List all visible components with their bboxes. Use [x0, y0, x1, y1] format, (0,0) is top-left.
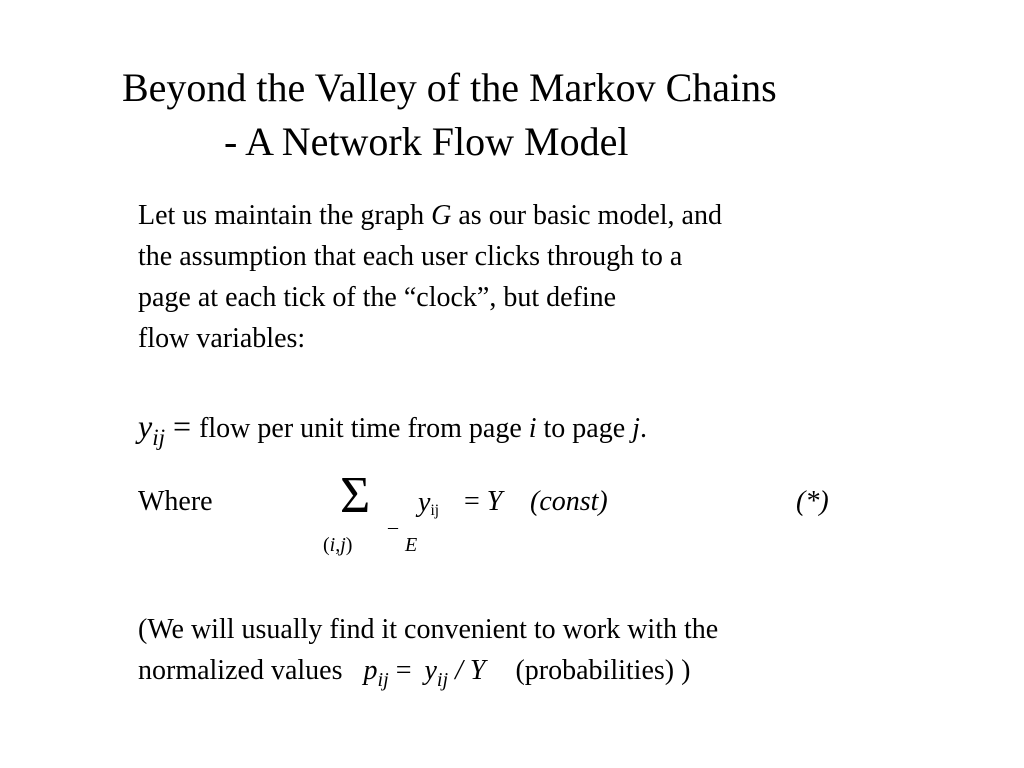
- slide-title-line1: Beyond the Valley of the Markov Chains: [122, 65, 777, 110]
- flow-variable: yij =: [138, 408, 200, 449]
- sum-term: yij: [418, 487, 439, 519]
- flow-definition: yij = flow per unit time from page i to …: [138, 410, 647, 449]
- sum-y-subscript: ij: [430, 501, 439, 519]
- intro-text-part1: Let us maintain the graph: [138, 200, 432, 231]
- membership-symbol: –: [388, 516, 398, 538]
- equation-ref: (*): [796, 486, 829, 517]
- prob-p-subscript: ij: [377, 669, 389, 692]
- note-line-1: (We will usually find it convenient to w…: [138, 614, 719, 645]
- prob-y: y: [424, 655, 437, 686]
- intro-line-3: page at each tick of the “clock”, but de…: [138, 282, 617, 313]
- prob-Y: Y: [469, 655, 486, 686]
- index-close-paren: ): [345, 534, 353, 556]
- summation-sign: Σ: [340, 467, 371, 524]
- definition-text-2: to page: [536, 413, 633, 444]
- intro-line-2: the assumption that each user clicks thr…: [138, 241, 683, 272]
- note-text: normalized values: [138, 655, 350, 686]
- edge-set-E: E: [405, 534, 418, 556]
- graph-symbol: G: [431, 200, 452, 231]
- intro-text-part2: as our basic model, and: [451, 200, 722, 231]
- equals-sign: =: [165, 408, 200, 444]
- index-open-paren: (: [323, 534, 330, 556]
- sum-y: y: [418, 487, 431, 518]
- const-label: (const): [530, 486, 608, 517]
- prob-y-subscript: ij: [436, 669, 449, 692]
- total-flow-Y: Y: [486, 486, 503, 517]
- prob-p: p: [363, 655, 378, 686]
- flow-variable-symbol: y: [138, 408, 153, 444]
- probabilities-label: (probabilities) ): [515, 655, 691, 686]
- where-label: Where: [138, 486, 213, 517]
- flow-variable-subscript: ij: [152, 424, 166, 451]
- note-line-2: normalized values pij = yij / Y(probabil…: [138, 655, 691, 691]
- probability-formula: pij = yij / Y: [363, 655, 486, 691]
- page-i: i: [528, 413, 537, 444]
- sum-result: = Y: [464, 488, 502, 516]
- page-j: j: [632, 413, 640, 444]
- index-comma: ,: [335, 534, 341, 556]
- index-j: j: [340, 534, 346, 556]
- slide-title-line2: - A Network Flow Model: [224, 119, 629, 164]
- prob-divide: /: [448, 655, 470, 686]
- intro-line-1: Let us maintain the graph G as our basic…: [138, 202, 722, 230]
- sum-equals: =: [464, 486, 487, 517]
- prob-equals: =: [388, 655, 419, 686]
- definition-period: .: [639, 413, 647, 444]
- definition-text-1: flow per unit time from page: [199, 413, 529, 444]
- index-i: i: [329, 534, 336, 556]
- summation-index: (i,j): [323, 534, 352, 557]
- intro-line-4: flow variables:: [138, 323, 306, 354]
